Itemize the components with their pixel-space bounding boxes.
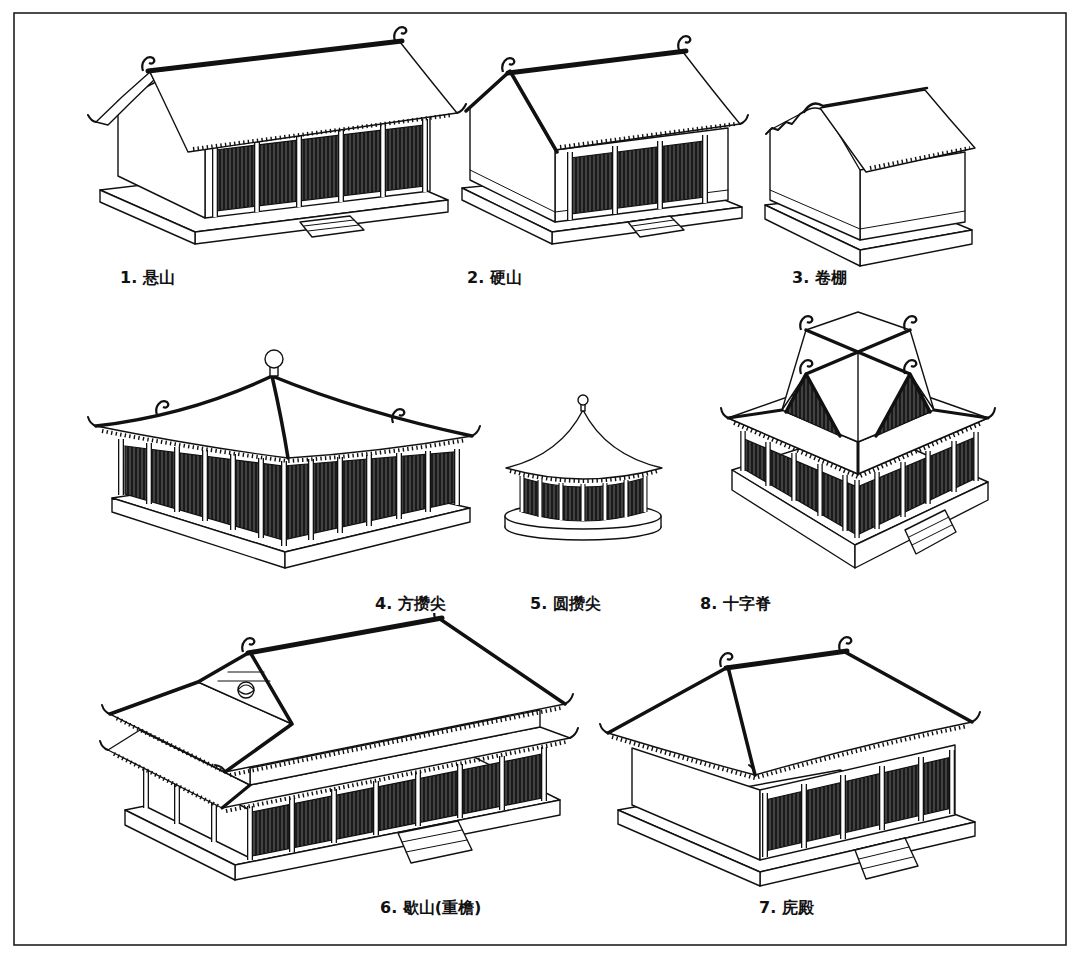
column-row — [570, 135, 705, 220]
roof — [726, 651, 847, 668]
roof — [96, 72, 154, 125]
platform — [905, 510, 956, 554]
roof — [88, 27, 466, 152]
roof — [721, 312, 995, 477]
round-pyramid-pavilion — [505, 395, 662, 540]
roof — [506, 410, 662, 479]
roof — [904, 360, 916, 374]
platform — [398, 821, 472, 863]
upper-roof — [242, 638, 254, 652]
roof — [600, 637, 980, 778]
roof — [508, 51, 686, 73]
roof — [502, 58, 514, 72]
hard-gable-building — [462, 36, 748, 244]
platform — [855, 838, 918, 879]
roof — [466, 36, 748, 152]
platform — [632, 220, 679, 231]
roof — [804, 88, 927, 112]
figure-label: 8. 十字脊 — [698, 594, 773, 613]
roof — [678, 36, 690, 50]
roof — [96, 376, 472, 458]
roof — [904, 316, 916, 330]
roof — [150, 42, 457, 152]
hip-gable-double-eave-building — [100, 604, 578, 880]
roof — [728, 652, 972, 775]
roof — [394, 27, 406, 41]
roof — [156, 401, 168, 415]
roof — [193, 115, 452, 149]
rolled-roof-building — [765, 88, 975, 266]
upper-roof — [110, 619, 565, 772]
roof — [560, 124, 735, 147]
figure-label: 2. 硬山 — [465, 268, 524, 287]
roof — [88, 104, 466, 122]
upper-roof — [248, 618, 442, 653]
platform — [402, 830, 467, 852]
roof — [600, 712, 980, 775]
roof — [766, 110, 806, 134]
column-row — [570, 135, 705, 220]
lower-roof — [222, 785, 250, 808]
roof — [800, 360, 812, 374]
roof — [148, 41, 402, 71]
platform — [909, 517, 952, 545]
roof — [839, 637, 851, 651]
roof — [870, 148, 970, 168]
roof — [721, 408, 995, 418]
figure-label: 1. 悬山 — [118, 268, 177, 287]
upper-roof — [198, 652, 292, 724]
roof — [786, 352, 930, 442]
figure-label: 4. 方攒尖 — [373, 594, 448, 613]
platform — [628, 216, 684, 237]
figure-label: 6. 歇山(重檐) — [378, 898, 483, 917]
roof — [88, 350, 480, 461]
figure-label: 3. 卷棚 — [790, 268, 849, 287]
roof — [728, 410, 988, 474]
roof — [466, 71, 557, 152]
overhanging-gable-building — [88, 27, 466, 244]
wall — [770, 190, 965, 229]
figure-label: 5. 圆攒尖 — [528, 594, 603, 613]
roof — [88, 417, 480, 436]
roof — [392, 409, 404, 423]
roof — [612, 726, 968, 778]
upper-roof — [102, 694, 573, 772]
hip-roof-building — [600, 637, 980, 886]
roof — [506, 395, 662, 481]
platform — [304, 220, 359, 231]
roof — [800, 316, 812, 330]
cross-ridge-pavilion — [721, 312, 995, 568]
roof — [578, 395, 588, 405]
platform — [859, 847, 913, 869]
column-row — [570, 135, 705, 220]
roof — [786, 330, 930, 436]
upper-roof — [114, 708, 561, 775]
platform — [300, 216, 364, 237]
square-pyramid-pavilion — [88, 350, 480, 568]
roof — [96, 376, 288, 458]
wall — [570, 141, 705, 214]
roof — [740, 115, 748, 124]
roof — [265, 350, 283, 368]
roof — [608, 652, 972, 775]
roof — [142, 57, 154, 71]
figure-frame — [14, 13, 1066, 945]
figure-label: 7. 庑殿 — [757, 898, 816, 917]
upper-roof — [102, 604, 573, 775]
roof — [510, 471, 658, 481]
roof — [857, 352, 858, 442]
roof — [766, 88, 975, 172]
roof — [720, 653, 732, 667]
